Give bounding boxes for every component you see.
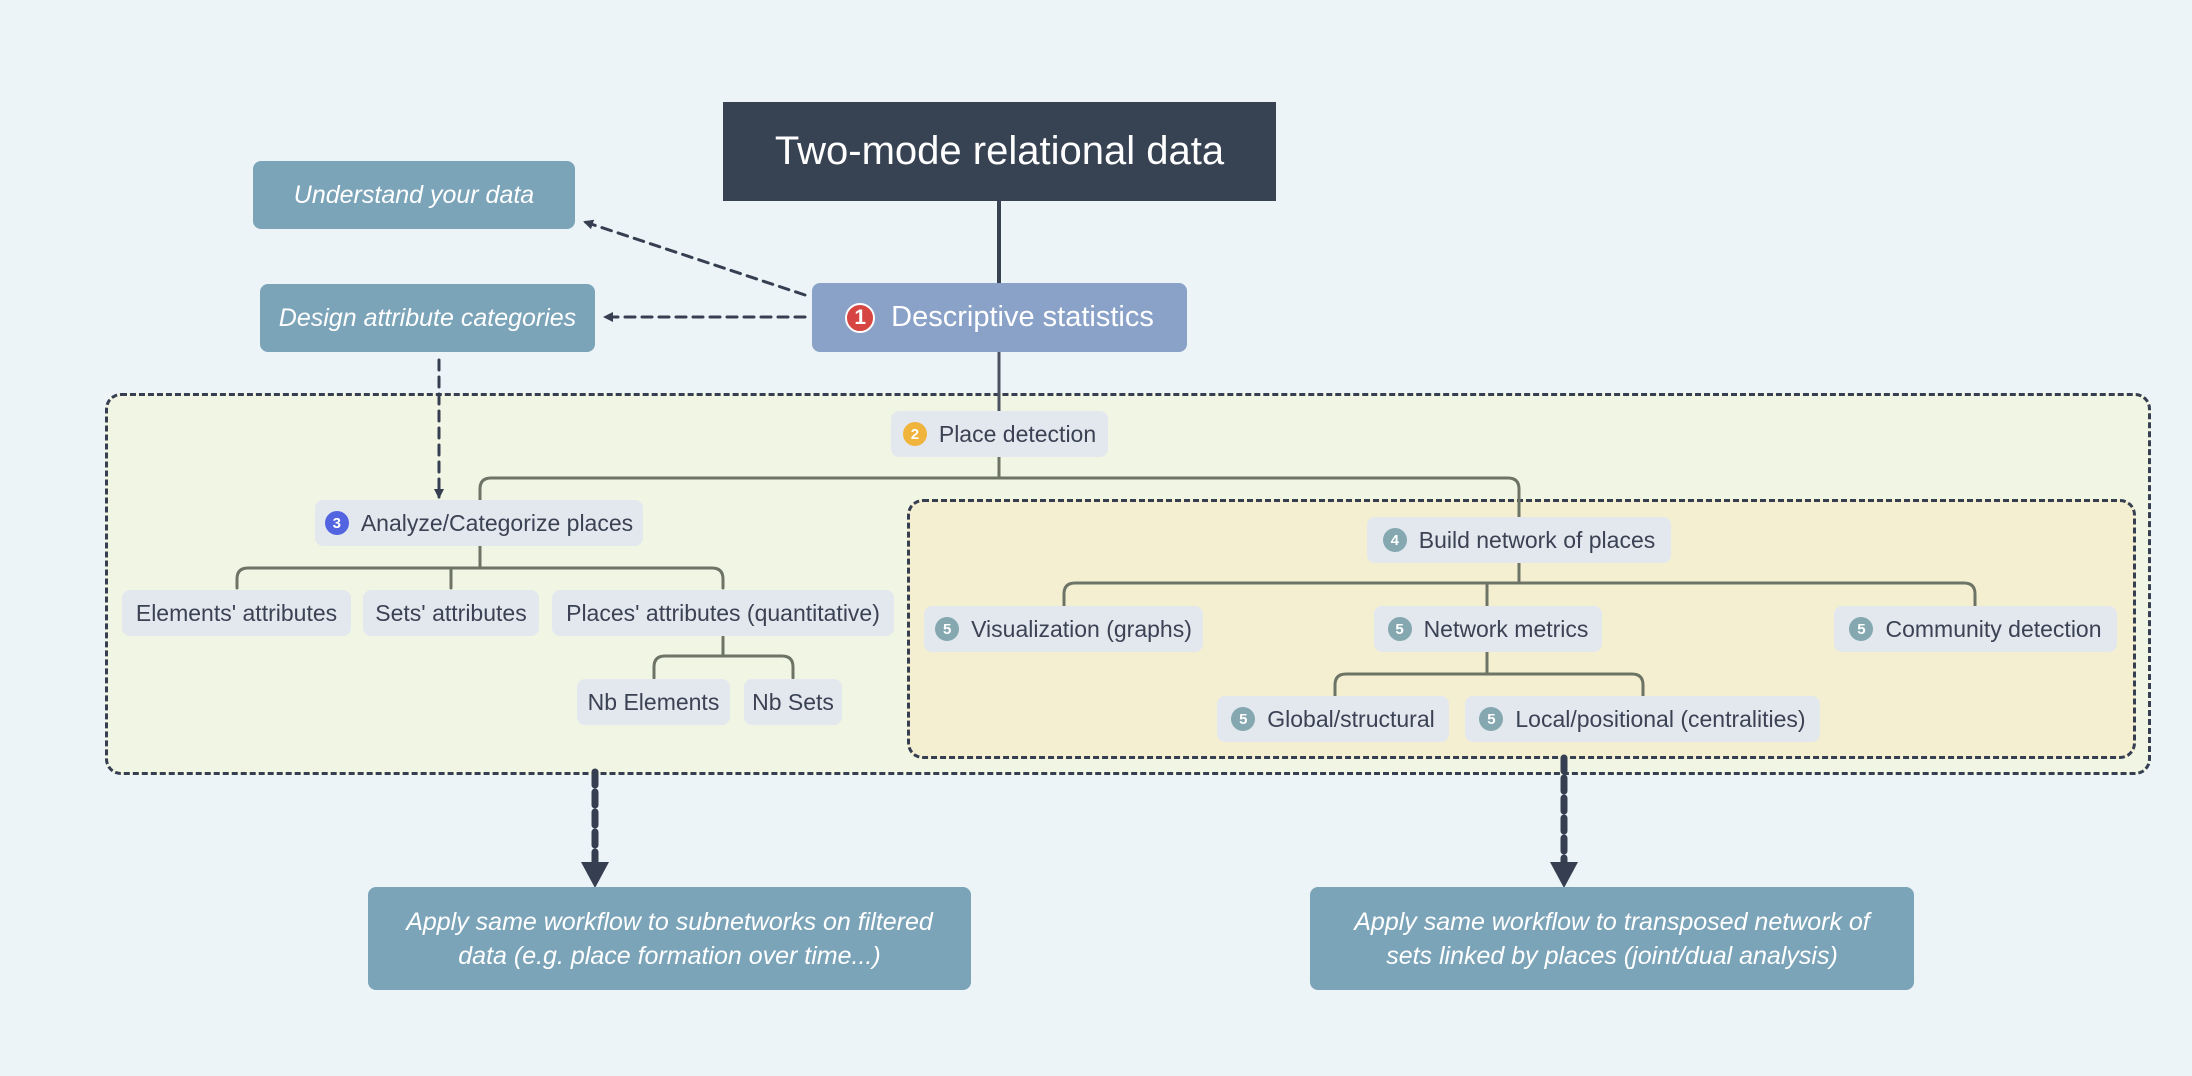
step-3-badge: 3 [324,511,349,535]
arrow-to-understand [583,219,807,297]
place-detection-label: Place detection [938,420,1097,447]
nb-sets-node: Nb Sets [744,679,842,725]
nb-elements-label: Nb Elements [587,688,720,715]
network-branch [1062,560,1977,608]
page-title: Two-mode relational data [723,102,1276,201]
understand-data-note: Understand your data [253,161,575,229]
local-positional-label: Local/positional (centralities) [1515,705,1806,732]
subnetworks-workflow-note: Apply same workflow to subnetworks on fi… [368,887,971,990]
network-metrics-node: 5 Network metrics [1374,606,1602,652]
transposed-note-line-1: Apply same workflow to transposed networ… [1354,907,1870,936]
build-network-label: Build network of places [1418,526,1656,553]
page-title-text: Two-mode relational data [774,129,1225,173]
nb-elements-node: Nb Elements [577,679,730,725]
global-structural-node: 5 Global/structural [1217,696,1449,742]
design-categories-note: Design attribute categories [260,284,595,352]
elements-attributes-label: Elements' attributes [135,599,338,626]
step-5-badge: 5 [1387,617,1412,641]
build-network-node: 4 Build network of places [1367,517,1671,563]
subnetworks-note-line-2: data (e.g. place formation over time...) [458,941,881,970]
nb-sets-label: Nb Sets [752,688,834,715]
community-detection-node: 5 Community detection [1834,606,2117,652]
step-1-badge: 1 [845,302,876,333]
network-metrics-label: Network metrics [1423,615,1589,642]
sets-attributes-label: Sets' attributes [375,599,527,626]
places-attr-branch [652,635,795,680]
visualization-label: Visualization (graphs) [971,615,1192,642]
elements-attributes-node: Elements' attributes [122,590,351,636]
analyze-places-label: Analyze/Categorize places [360,509,634,536]
local-positional-node: 5 Local/positional (centralities) [1465,696,1820,742]
transposed-workflow-note: Apply same workflow to transposed networ… [1310,887,1914,990]
community-detection-label: Community detection [1885,615,2102,642]
transposed-note-line-2: sets linked by places (joint/dual analys… [1386,941,1838,970]
visualization-node: 5 Visualization (graphs) [924,606,1203,652]
analyze-branch [235,541,725,590]
subnetworks-note-line-1: Apply same workflow to subnetworks on fi… [406,907,933,936]
places-attributes-label: Places' attributes (quantitative) [566,599,880,626]
step-5-badge: 5 [1849,617,1874,641]
step-2-badge: 2 [902,422,927,446]
descriptive-statistics-node: 1 Descriptive statistics [812,283,1187,352]
analyze-places-node: 3 Analyze/Categorize places [315,500,643,546]
design-categories-text: Design attribute categories [278,303,577,332]
understand-data-text: Understand your data [293,180,535,209]
metrics-branch [1333,648,1645,698]
global-structural-label: Global/structural [1267,705,1435,732]
step-5-badge: 5 [1231,707,1256,731]
step-5-badge: 5 [935,617,960,641]
places-attributes-node: Places' attributes (quantitative) [552,590,894,636]
step-4-badge: 4 [1382,528,1407,552]
step-5-badge: 5 [1479,707,1504,731]
descriptive-statistics-label: Descriptive statistics [891,301,1154,333]
place-detection-node: 2 Place detection [891,411,1108,457]
arrow-to-transposed-head [1550,862,1578,888]
sets-attributes-node: Sets' attributes [363,590,539,636]
arrow-to-subnetworks-head [581,862,609,888]
